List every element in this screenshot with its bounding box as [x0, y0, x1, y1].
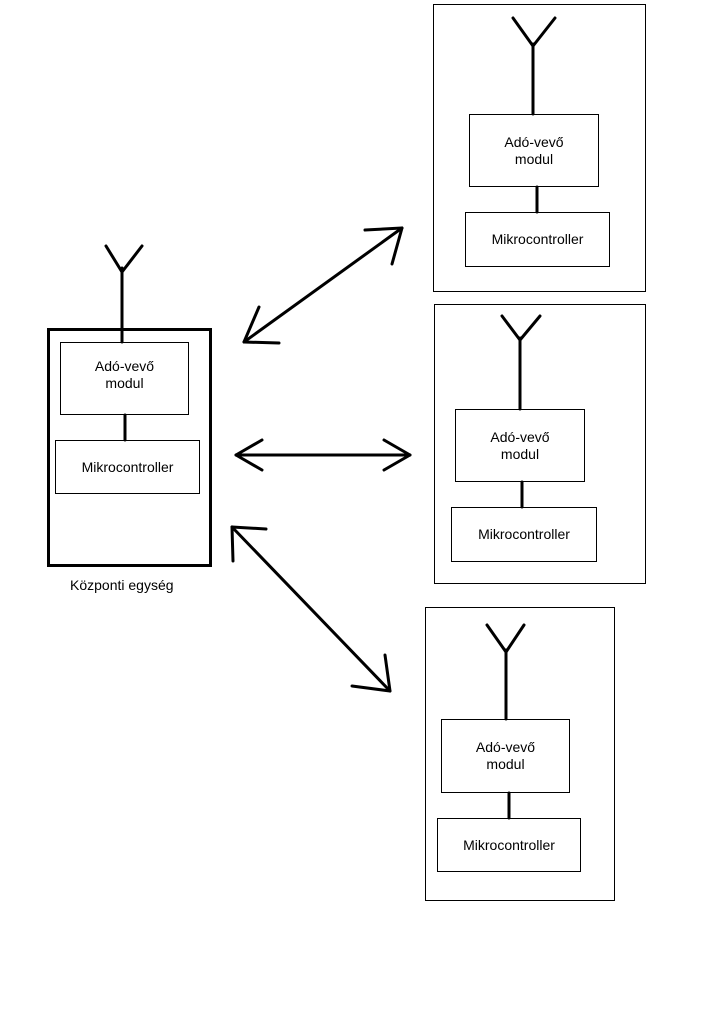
remote-unit-3-mcu-label: Mikrocontroller: [463, 836, 555, 853]
central-mcu-box: Mikrocontroller: [55, 440, 200, 494]
remote-unit-1-frame: [433, 4, 646, 292]
remote-unit-1-mcu-label: Mikrocontroller: [491, 231, 584, 247]
remote-unit-2-transceiver-box: Adó-vevő modul: [455, 409, 585, 482]
remote-unit-1-transceiver-box: Adó-vevő modul: [469, 114, 599, 187]
remote-unit-2-mcu-box: Mikrocontroller: [451, 507, 597, 562]
remote-unit-1-transceiver-label: Adó-vevő modul: [504, 133, 564, 167]
central-antenna-icon: [104, 244, 144, 344]
central-transceiver-label: Adó-vevő modul: [94, 357, 155, 391]
central-mcu-label: Mikrocontroller: [81, 458, 174, 475]
remote-unit-3-frame: [425, 607, 615, 901]
remote-unit-3-mcu-box: Mikrocontroller: [437, 818, 581, 872]
double-arrow-link-3: [230, 525, 392, 693]
remote-unit-2-mcu-label: Mikrocontroller: [478, 526, 570, 542]
remote-unit-3-transceiver-box: Adó-vevő modul: [441, 719, 570, 793]
remote-unit-2-transceiver-label: Adó-vevő modul: [490, 428, 550, 462]
remote-unit-3-antenna-icon: [485, 623, 526, 721]
central-unit-frame: [47, 328, 212, 567]
double-arrow-link-2: [234, 438, 412, 472]
double-arrow-link-1: [242, 226, 404, 345]
remote-unit-2-antenna-icon: [500, 314, 542, 411]
remote-unit-1-antenna-icon: [511, 16, 557, 116]
remote-unit-3-transceiver-label: Adó-vevő modul: [475, 739, 536, 772]
remote-unit-2-frame: [434, 304, 646, 584]
central-unit-caption: Központi egység: [70, 577, 174, 593]
